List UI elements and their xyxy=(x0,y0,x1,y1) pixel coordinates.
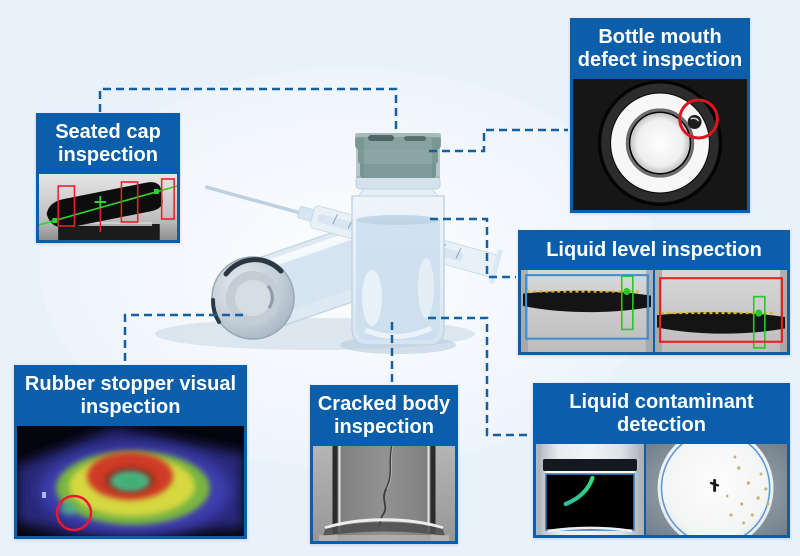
fail-region-box xyxy=(659,277,783,343)
title-line: inspection xyxy=(333,416,434,438)
lying-vial-cap xyxy=(210,256,295,340)
upright-vial-cap xyxy=(355,133,441,178)
title-line: Seated cap xyxy=(55,121,161,143)
title-line: Liquid level inspection xyxy=(546,239,762,261)
liquid-meniscus xyxy=(356,215,440,225)
bottle-mouth-inspection-photo xyxy=(573,79,747,210)
pass-region-box xyxy=(525,274,649,340)
title-line: inspection xyxy=(80,396,181,418)
upright-vial xyxy=(351,133,445,346)
syringe-needle xyxy=(204,185,302,215)
title-line: Cracked body xyxy=(317,393,451,415)
callout-bottle-mouth: Bottle mouth defect inspection xyxy=(570,18,750,213)
level-probe-region xyxy=(752,295,766,349)
tilted-cap-silhouette xyxy=(46,182,163,228)
seated-cap-inspection-photo xyxy=(39,174,177,240)
bottle-mouth-inner xyxy=(630,113,690,173)
callout-cracked-body: Cracked body inspection xyxy=(310,385,458,544)
callout-title: Rubber stopper visual inspection xyxy=(14,365,247,426)
callout-rubber-stopper: Rubber stopper visual inspection xyxy=(14,365,247,539)
title-line: inspection xyxy=(57,144,158,166)
callout-title: Bottle mouth defect inspection xyxy=(570,18,750,79)
liquid-level-pass-image xyxy=(521,270,653,352)
callout-seated-cap: Seated cap inspection xyxy=(36,113,180,243)
detected-fiber xyxy=(563,475,595,507)
seated-cap-image xyxy=(39,174,177,240)
title-line: defect inspection xyxy=(577,49,743,71)
callout-title: Seated cap inspection xyxy=(36,113,180,174)
liquid-level-images xyxy=(521,270,787,352)
liquid-level-band xyxy=(523,290,651,313)
liquid-level-fail-image xyxy=(655,270,787,352)
defect-highlight-circle xyxy=(678,98,719,140)
vial-base-highlight xyxy=(324,518,444,530)
bottle-mouth-rim xyxy=(611,93,709,193)
title-line: detection xyxy=(617,414,706,436)
vial-neck xyxy=(58,224,160,240)
liquid-level-band xyxy=(657,312,785,334)
floating-specks xyxy=(725,455,770,525)
cracked-vial-photo xyxy=(313,446,455,541)
liquid-contaminant-images xyxy=(536,444,787,535)
cap-flip-tab-slot xyxy=(223,257,284,277)
defect-highlight-circle xyxy=(55,494,93,532)
callout-liquid-contaminant: Liquid contaminant detection xyxy=(533,383,790,538)
bottle-mouth-image xyxy=(573,79,747,210)
title-line: Rubber stopper visual xyxy=(24,373,237,395)
title-line: Bottle mouth xyxy=(598,26,722,48)
crack-line xyxy=(378,446,393,527)
callout-title: Liquid level inspection xyxy=(518,230,790,270)
rubber-stopper-image xyxy=(17,426,244,536)
defect-smudge xyxy=(60,503,78,515)
title-line: Liquid contaminant xyxy=(569,391,754,413)
defect-chip xyxy=(687,115,702,129)
inspection-region-boxes xyxy=(57,178,175,227)
stopper-band xyxy=(542,459,637,471)
cracked-body-image xyxy=(313,446,455,541)
rim-outline xyxy=(660,444,771,535)
vial-base xyxy=(323,522,445,536)
contaminant-top-view-image xyxy=(645,444,787,535)
callout-title: Liquid contaminant detection xyxy=(533,383,790,444)
callout-liquid-level: Liquid level inspection xyxy=(518,230,790,355)
contaminant-side-view-image xyxy=(536,444,644,535)
rubber-stopper-heightmap xyxy=(17,426,244,536)
callout-title: Cracked body inspection xyxy=(310,385,458,446)
detected-particle xyxy=(709,479,720,492)
center-cross-marker xyxy=(94,196,107,208)
